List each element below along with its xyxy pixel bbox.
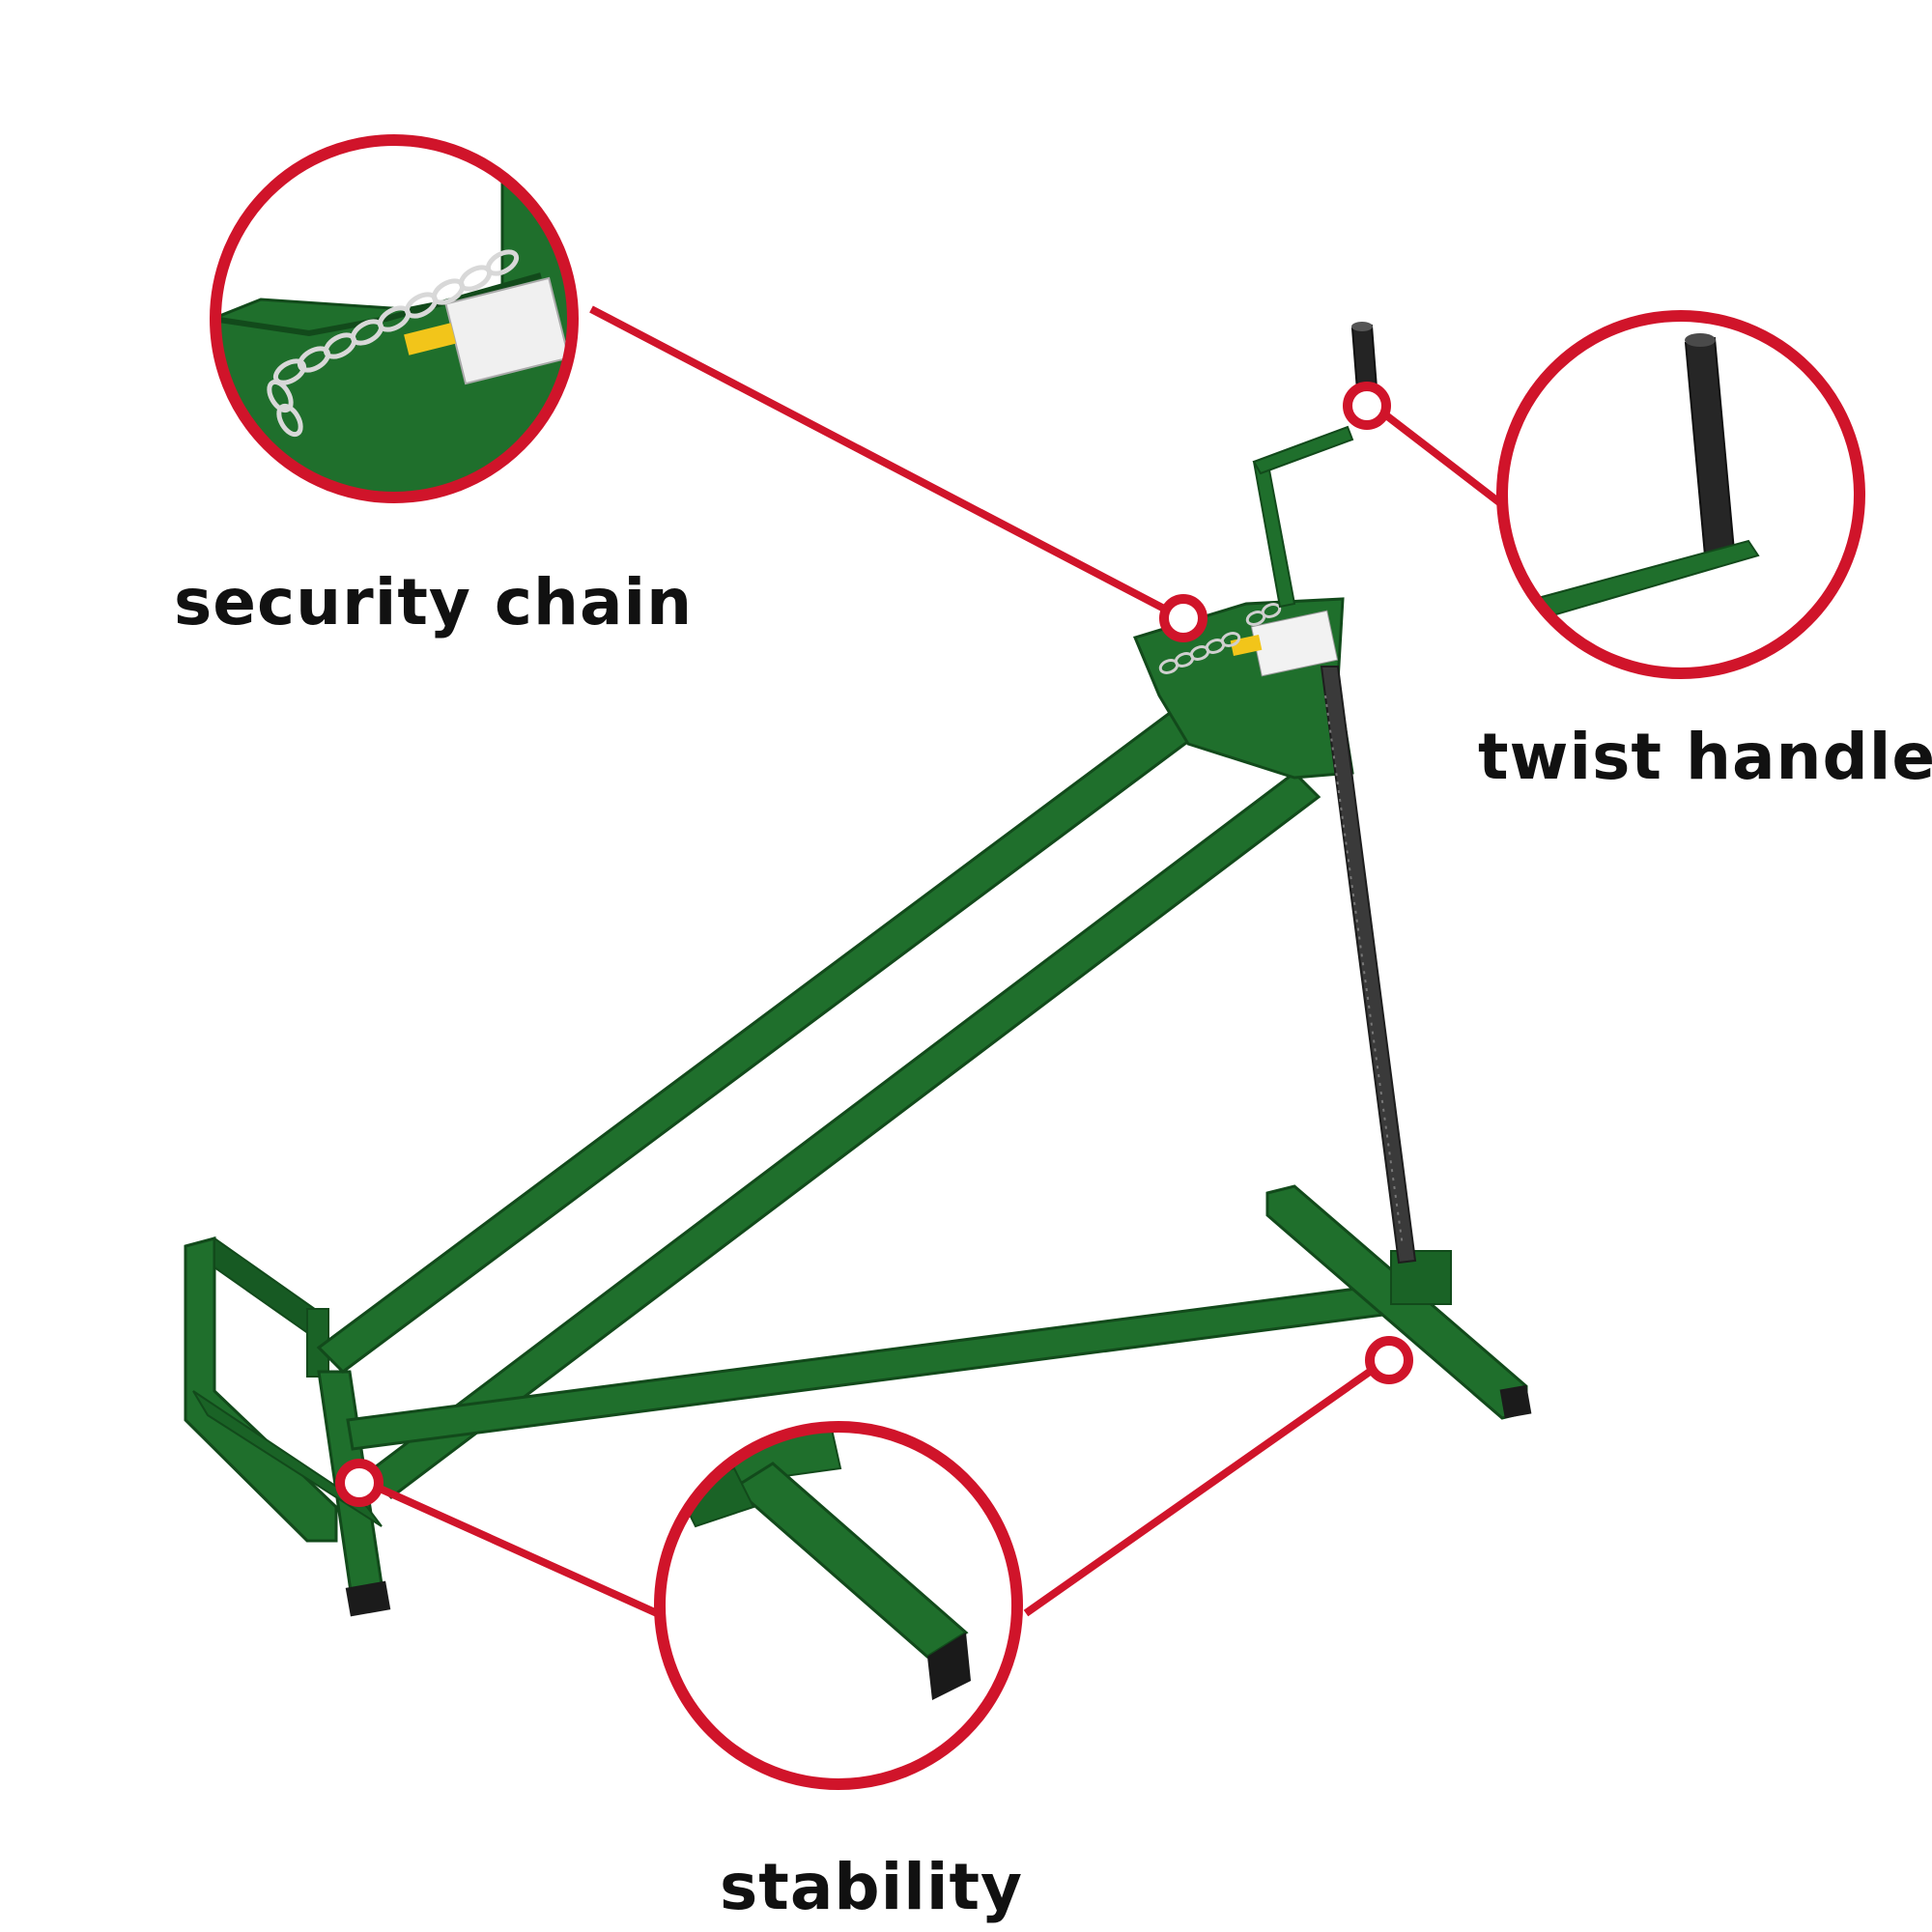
- upper-rail: [316, 708, 1201, 1374]
- mower-lift-frame: [184, 322, 1532, 1617]
- stability-marker-right: [1365, 1336, 1413, 1384]
- stability-label: stability: [720, 1850, 1024, 1924]
- security-chain-marker: [1159, 594, 1208, 642]
- callout-twist-handle: [1343, 310, 1865, 679]
- screw-rod: [1320, 666, 1417, 1264]
- stability-marker-left: [335, 1459, 384, 1507]
- security-chain-label: security chain: [174, 565, 694, 639]
- callout-security-chain: [210, 134, 1208, 642]
- twist-handle-label: twist handle: [1478, 720, 1932, 794]
- twist-handle-marker: [1343, 382, 1391, 430]
- lower-rail: [364, 771, 1321, 1499]
- handle-icon: [1252, 322, 1381, 609]
- security-chain-zoom: [215, 140, 573, 497]
- twist-handle-zoom: [1502, 316, 1860, 673]
- chain-icon: [1158, 603, 1282, 674]
